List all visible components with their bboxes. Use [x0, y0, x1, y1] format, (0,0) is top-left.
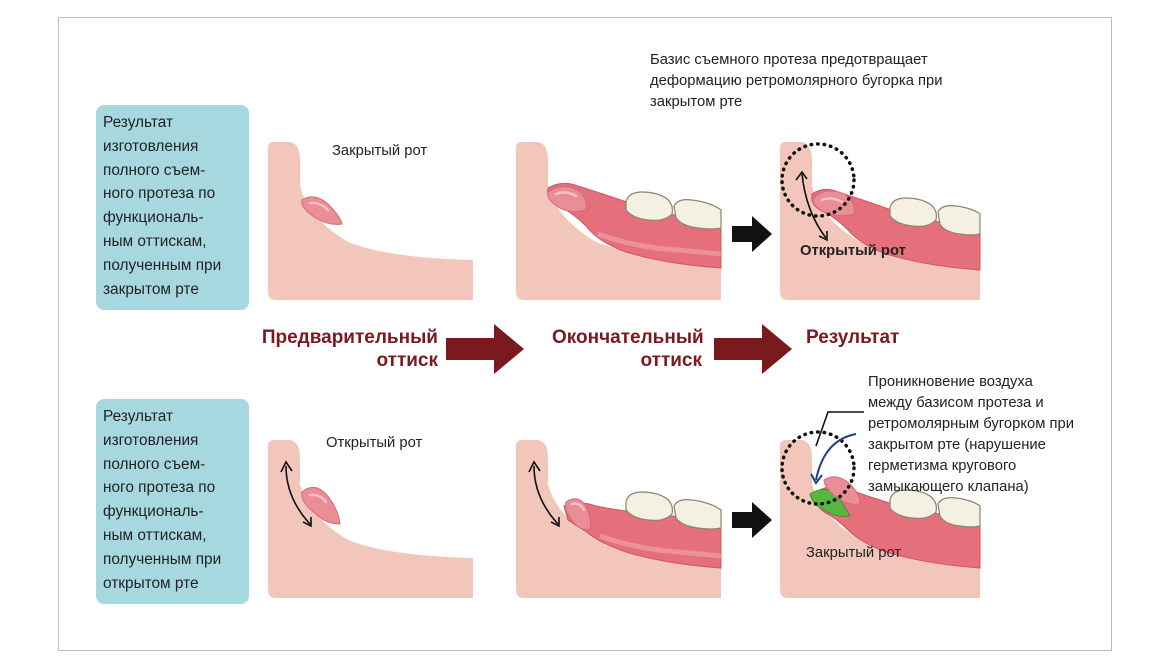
- side-box-closed-mouth: Результат изготовления полного съем- ног…: [96, 105, 249, 310]
- arrow-top-result: [732, 216, 772, 252]
- label-closed-mouth-result: Закрытый рот: [806, 545, 902, 561]
- retromolar-pad: [301, 487, 341, 525]
- figure-frame: [58, 17, 1112, 651]
- double-arrow: [533, 465, 559, 525]
- label-open-mouth-result: Открытый рот: [800, 243, 906, 259]
- side-box-open-mouth: Результат изготовления полного съем- ног…: [96, 399, 249, 604]
- arrow-bottom-result: [732, 502, 772, 538]
- retromolar-pad: [823, 476, 861, 505]
- stage-preliminary: Предварительный оттиск: [261, 327, 438, 371]
- note-top: Базис съемного протеза предотвращает деф…: [650, 52, 943, 110]
- double-arrow: [801, 173, 827, 239]
- label-open-mouth-bottom: Открытый рот: [326, 435, 423, 451]
- panel-top-result: [780, 142, 981, 300]
- tooth: [937, 205, 981, 236]
- stage-final: Окончательный оттиск: [552, 327, 704, 371]
- air-flow-arrow: [815, 433, 857, 481]
- note-bottom: Проникновение воздуха между базисом прот…: [868, 374, 1074, 495]
- retromolar-pad: [812, 190, 855, 217]
- panel-top-preliminary: [268, 142, 473, 300]
- tissue-shape: [268, 440, 473, 598]
- panel-top-final: [516, 142, 722, 300]
- stage-result: Результат: [806, 327, 900, 348]
- label-closed-mouth-top: Закрытый рот: [332, 143, 428, 159]
- tooth: [889, 489, 937, 519]
- tooth: [889, 197, 937, 227]
- tooth: [673, 199, 722, 230]
- retromolar-pad: [565, 498, 591, 531]
- tissue-shape: [268, 142, 473, 300]
- panel-bottom-preliminary: [268, 440, 473, 598]
- highlight-circle: [780, 430, 856, 506]
- highlight-circle: [780, 142, 856, 218]
- panel-bottom-result: [780, 430, 981, 598]
- note-leader-line: [815, 411, 864, 447]
- tooth: [625, 191, 673, 221]
- tooth: [673, 499, 722, 530]
- panel-bottom-final: [516, 440, 722, 598]
- double-arrow: [285, 465, 311, 525]
- stage-arrow-1: [446, 324, 524, 374]
- tooth: [625, 491, 673, 521]
- tooth: [937, 497, 981, 528]
- stage-arrow-2: [714, 324, 792, 374]
